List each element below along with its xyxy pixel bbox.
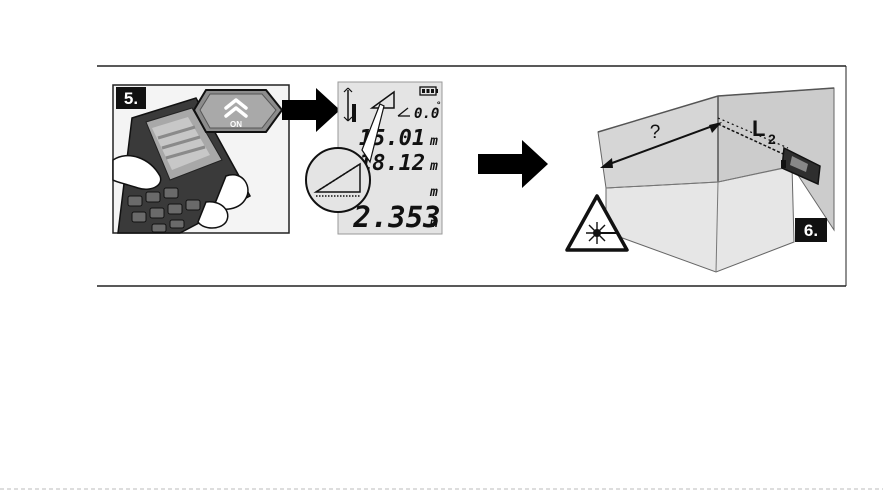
result-unit: m: [429, 216, 438, 231]
arrow-to-room: [478, 140, 548, 188]
auxiliary-unit: m: [429, 185, 438, 200]
length-label: L: [752, 116, 765, 141]
arrow-to-display: [282, 88, 340, 132]
length-subscript: 2: [768, 131, 776, 147]
degree-symbol: °: [436, 101, 441, 111]
unknown-distance-label: ?: [650, 122, 661, 143]
on-button-callout: ON: [194, 90, 282, 132]
result-value: 2.353: [352, 200, 440, 234]
step-5-badge: 5.: [116, 87, 146, 109]
step-5-label: 5.: [124, 89, 138, 108]
second-distance-unit: m: [429, 159, 438, 174]
on-button-label: ON: [230, 120, 242, 129]
first-distance-unit: m: [429, 134, 438, 149]
room-illustration: ? L 2: [598, 88, 834, 272]
step-6-label: 6.: [804, 221, 818, 240]
step-6-badge: 6.: [795, 218, 827, 242]
